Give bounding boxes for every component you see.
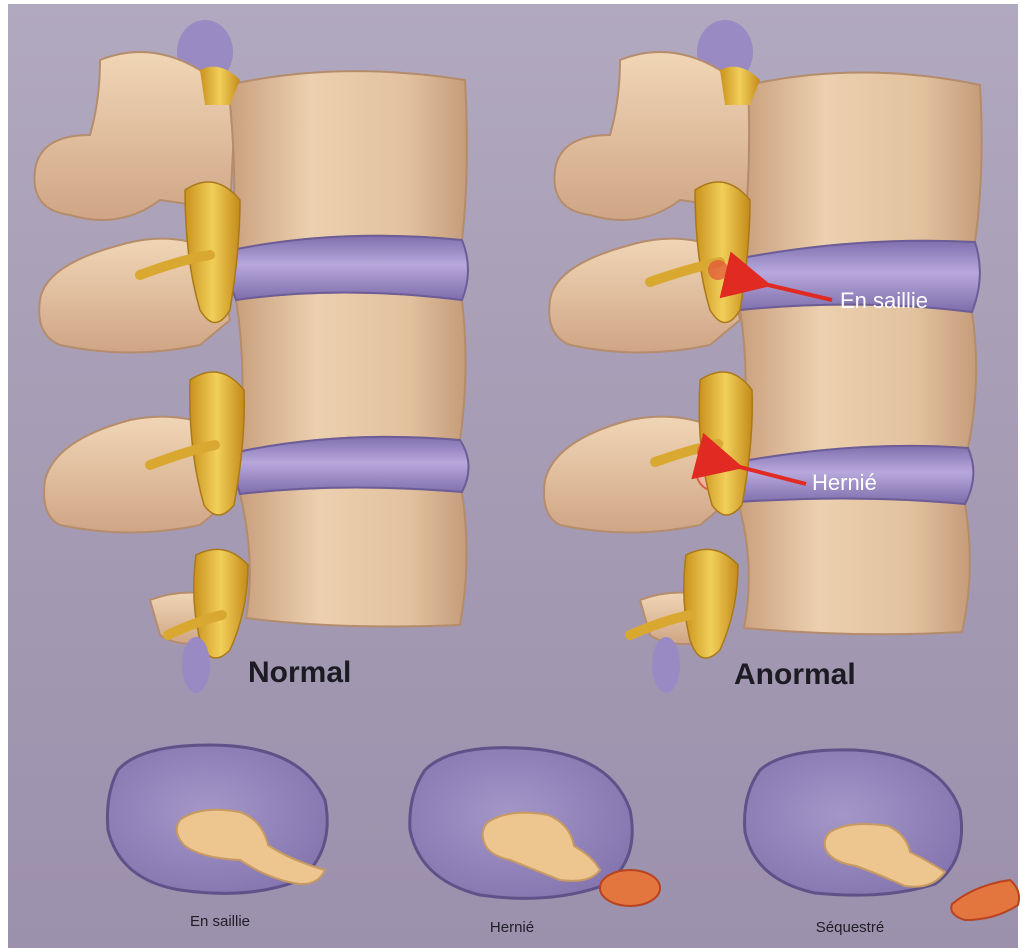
panel-label-normal: Normal (248, 656, 351, 689)
cross-section-label-herniated: Hernié (490, 919, 534, 936)
arrow-label-herniated: Hernié (812, 470, 877, 495)
arrow-label-bulging: En saillie (840, 288, 928, 313)
cross-section-label-sequestered: Séquestré (816, 919, 884, 936)
panel-label-abnormal: Anormal (734, 658, 856, 691)
cross-section-label-bulging: En saillie (190, 913, 250, 930)
cross-section-bulging (107, 745, 327, 893)
